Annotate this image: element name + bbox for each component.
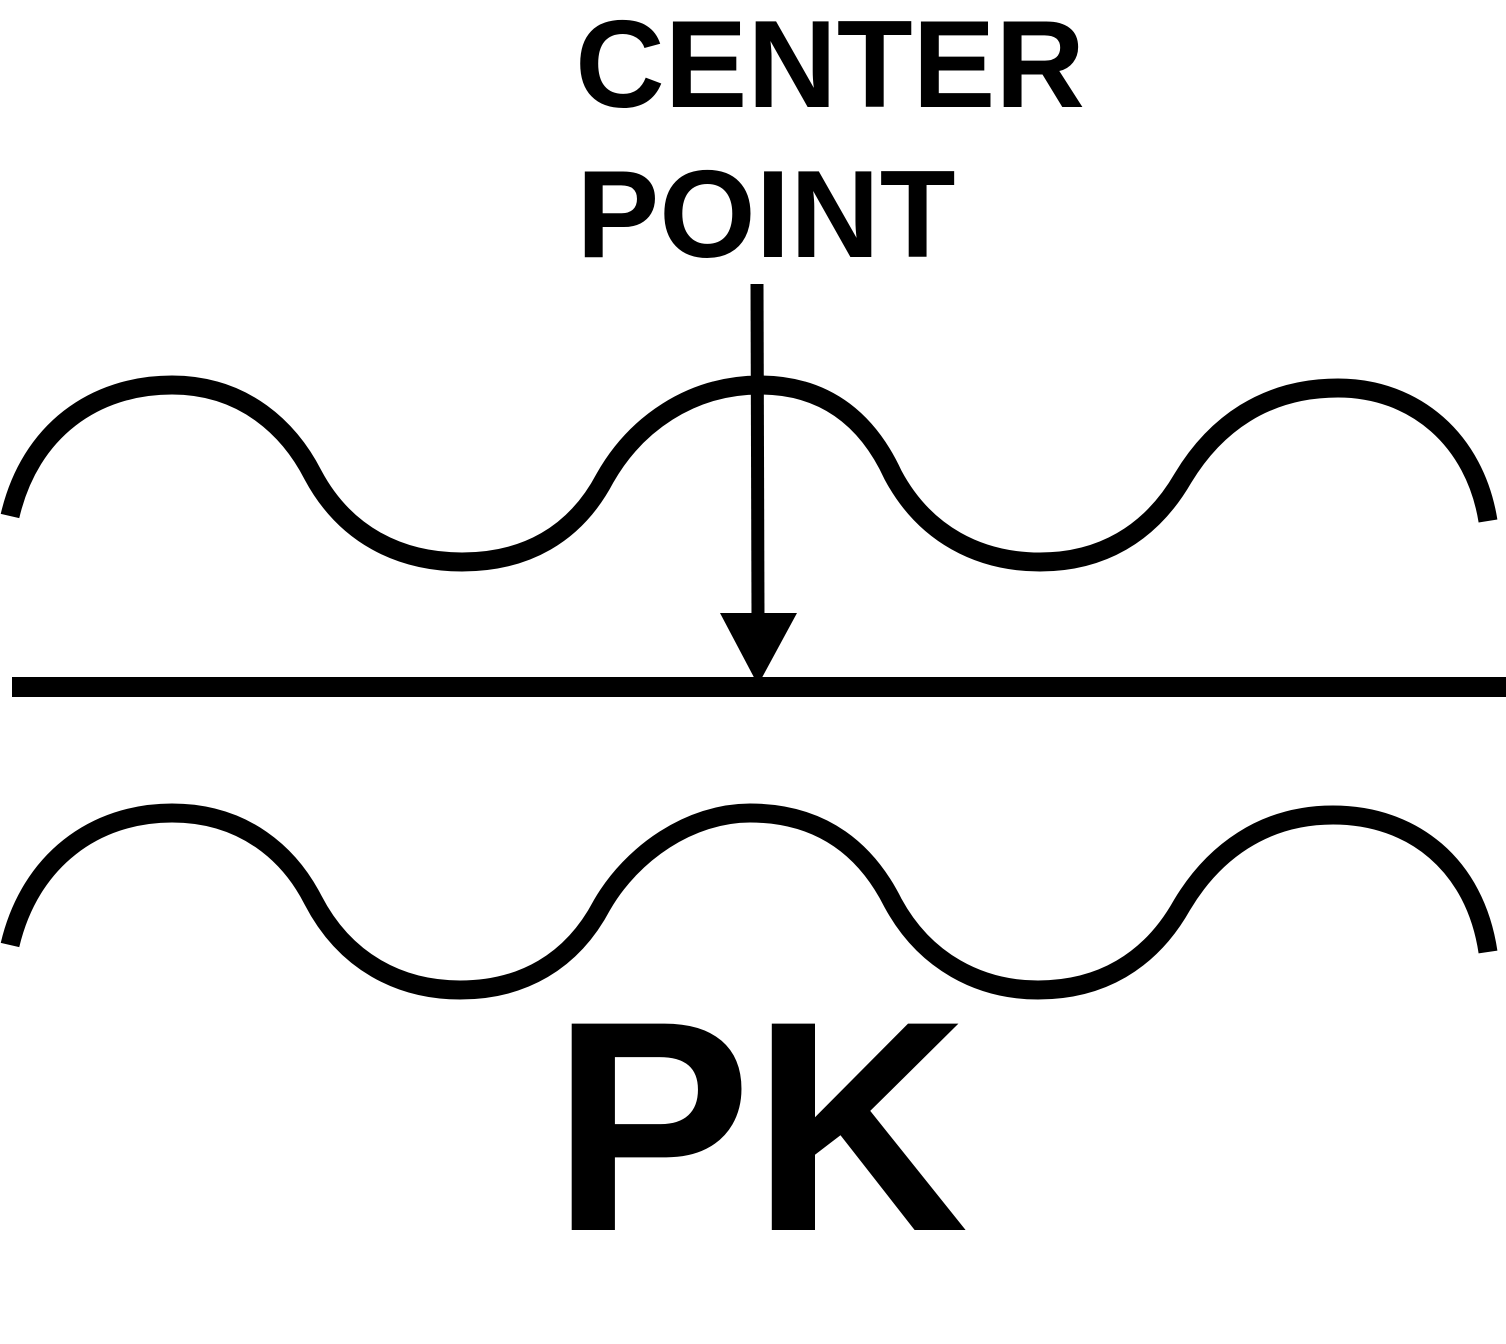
lower-wave-profile	[0, 803, 1498, 1000]
pointer-arrow-head	[720, 613, 797, 685]
pointer-arrow-shaft	[750, 283, 765, 619]
pk-label: PK	[552, 958, 969, 1294]
center-label: CENTER	[575, 0, 1085, 134]
upper-wave-profile	[0, 375, 1498, 572]
point-label: POINT	[577, 146, 956, 284]
